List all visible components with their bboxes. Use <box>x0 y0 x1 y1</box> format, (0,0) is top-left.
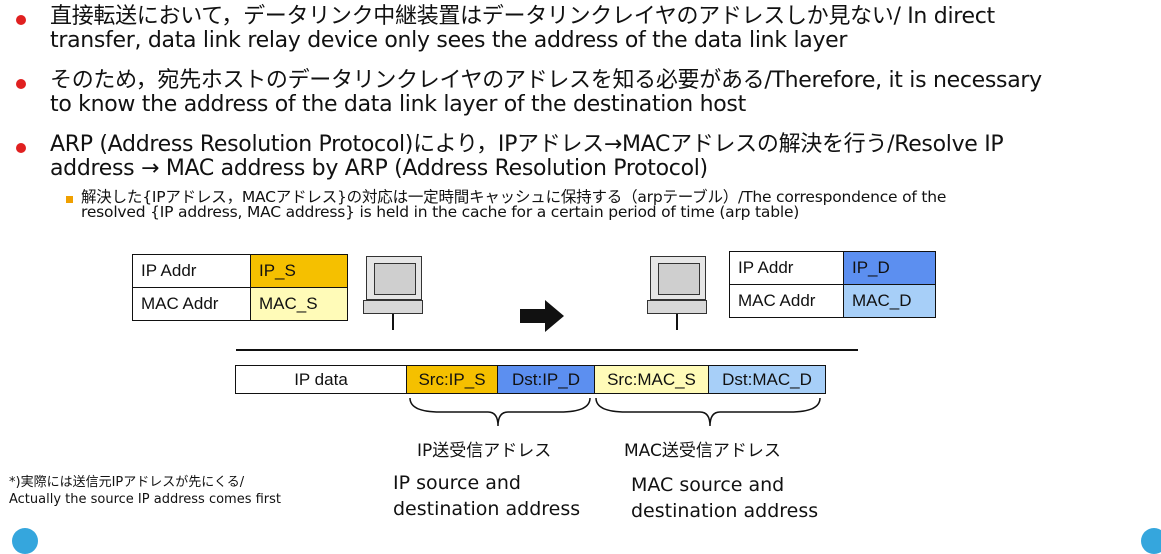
right-arrow-icon <box>520 300 564 332</box>
bullet-text: to know the address of the data link lay… <box>50 92 746 117</box>
bullet-text: そのため，宛先ホストのデータリンクレイヤのアドレスを知る必要がある/Theref… <box>50 68 1042 93</box>
bullet-dot-icon <box>16 79 26 89</box>
source-ip-label: IP Addr <box>132 254 251 288</box>
bullet-text: address → MAC address by ARP (Address Re… <box>50 156 708 181</box>
source-mac-value: MAC_S <box>250 287 348 321</box>
packet-src-ip: Src:IP_S <box>406 365 498 394</box>
brace-lines <box>409 397 821 427</box>
corner-circle-right <box>1141 528 1161 554</box>
bullet-dot-icon <box>16 15 26 25</box>
square-bullet-icon <box>66 196 73 203</box>
source-mac-label: MAC Addr <box>132 287 251 321</box>
bullet-text: transfer, data link relay device only se… <box>50 28 848 53</box>
source-arp-table: IP Addr IP_S MAC Addr MAC_S <box>132 254 348 321</box>
packet: IP data Src:IP_S Dst:IP_D Src:MAC_S Dst:… <box>235 365 826 394</box>
network-cable <box>236 349 858 351</box>
packet-dst-ip: Dst:IP_D <box>497 365 595 394</box>
mac-caption-en: MAC source and destination address <box>631 474 819 522</box>
dest-arp-table: IP Addr IP_D MAC Addr MAC_D <box>729 251 936 318</box>
packet-dst-mac: Dst:MAC_D <box>708 365 826 394</box>
bullet-text: ARP (Address Resolution Protocol)により，IPア… <box>50 132 1004 157</box>
sub-bullet-text: 解決した{IPアドレス，MACアドレス}の対応は一定時間キャッシュに保持する（a… <box>81 188 947 206</box>
source-ip-value: IP_S <box>250 254 348 288</box>
footnote: *)実際には送信元IPアドレスが先にくる/ Actually the sourc… <box>9 474 319 508</box>
ip-caption-jp: IP送受信アドレス <box>417 441 552 461</box>
packet-ip-data: IP data <box>235 365 407 394</box>
footnote-jp: *)実際には送信元IPアドレスが先にくる/ <box>9 475 245 490</box>
bullet-dot-icon <box>16 143 26 153</box>
dest-mac-value: MAC_D <box>843 284 936 318</box>
dest-mac-label: MAC Addr <box>729 284 844 318</box>
packet-src-mac: Src:MAC_S <box>594 365 709 394</box>
dest-ip-value: IP_D <box>843 251 936 285</box>
ip-caption-en: IP source and destination address <box>393 472 581 520</box>
bullet-text: 直接転送において，データリンク中継装置はデータリンクレイヤのアドレスしか見ない/… <box>50 4 995 29</box>
dest-ip-label: IP Addr <box>729 251 844 285</box>
corner-circle-left <box>12 528 38 554</box>
mac-caption-jp: MAC送受信アドレス <box>624 441 781 461</box>
footnote-en: Actually the source IP address comes fir… <box>9 492 282 507</box>
sub-bullet-text: resolved {IP address, MAC address} is he… <box>81 203 800 221</box>
